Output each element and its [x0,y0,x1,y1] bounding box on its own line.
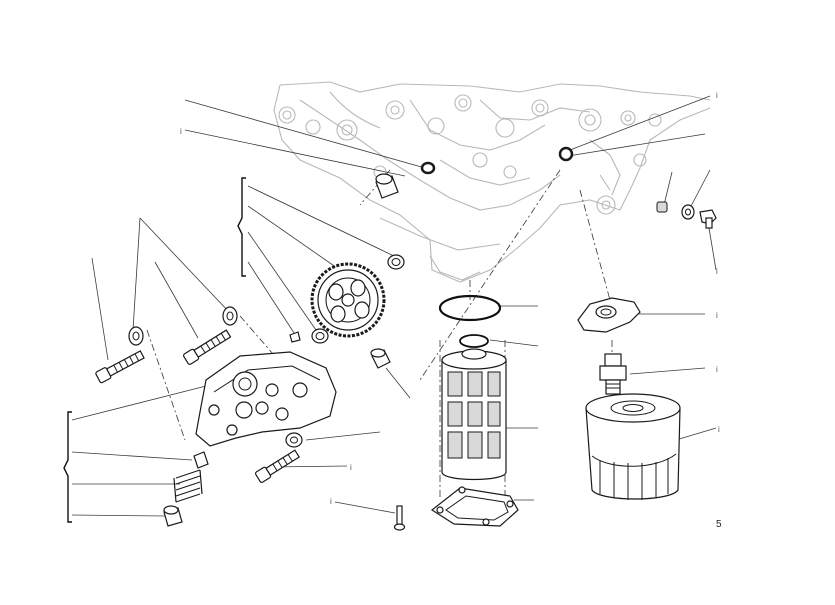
filter-cover-plate [430,486,519,527]
filter-bracket [577,297,641,333]
group-brackets [63,177,246,523]
pump-bolts [95,306,303,483]
o-ring-large [438,294,502,322]
assembly-axes [146,169,613,500]
relief-valve [163,451,209,527]
filter-union-nipple [599,353,627,395]
stray-mark-1: i [180,127,182,136]
stray-mark-4: i [716,311,718,320]
stray-mark-6: i [718,425,720,434]
oil-pump-body [195,351,337,447]
stray-mark-8: i [330,497,332,506]
o-ring-small [459,334,489,348]
drain-plug-set [656,201,717,229]
dowel-bushing [375,173,399,199]
case-o-rings [420,146,574,175]
engine-crankcase-outline [273,81,711,283]
leader-lines [71,95,717,517]
stray-mark-7: i [350,463,352,472]
stray-mark-3: i [716,267,718,276]
page-number: 5 [716,519,722,530]
oil-pump-gear [310,262,386,338]
gear-washers [289,254,405,369]
stray-mark-5: i [716,365,718,374]
stray-mark-2: i [716,91,718,100]
cover-screw [393,505,406,531]
oil-filter-mesh [441,348,507,481]
oil-filter-cartridge [585,393,681,500]
